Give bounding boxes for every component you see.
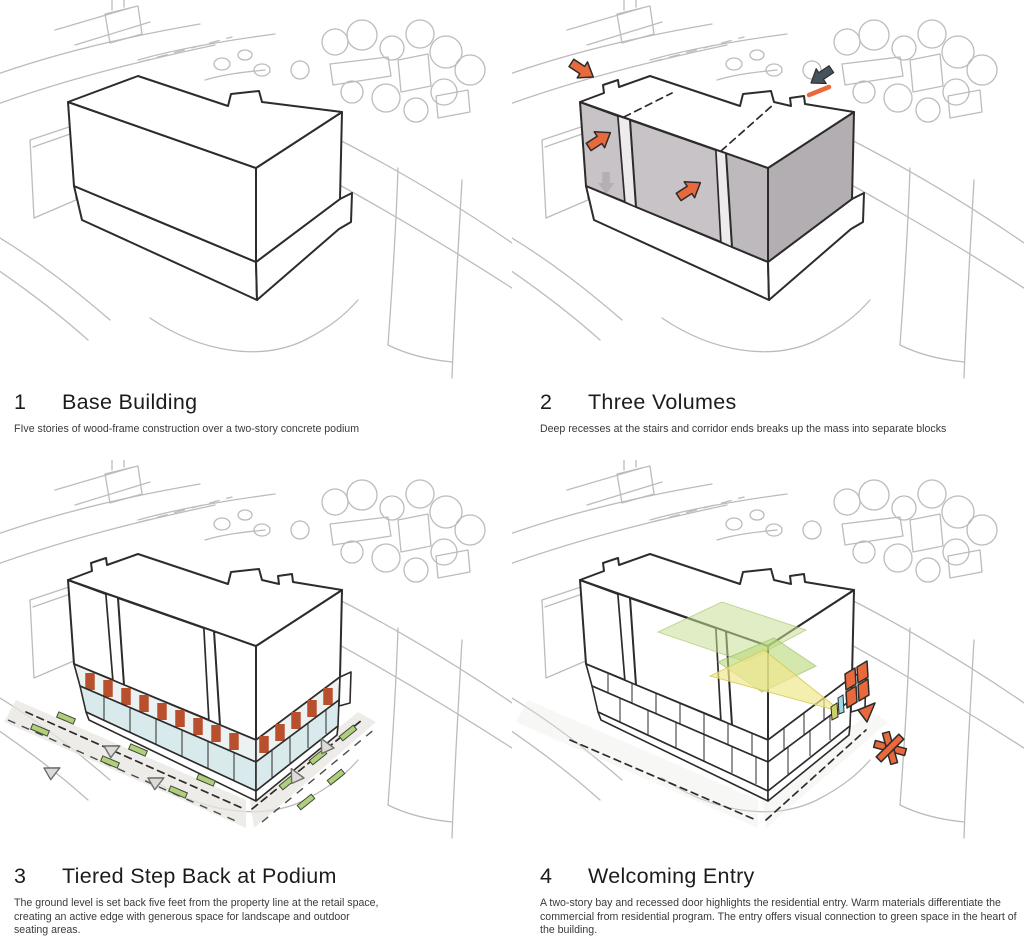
building-massing-three-volumes	[579, 75, 865, 301]
building-massing-upper	[67, 553, 343, 741]
caption-three-volumes: 2 Three Volumes Deep recesses at the stai…	[540, 390, 946, 437]
panel-description: Deep recesses at the stairs and corridor…	[540, 423, 947, 435]
accent-bar	[806, 84, 832, 98]
entry-pointer-icon	[857, 702, 876, 723]
sketch-welcoming-entry	[512, 460, 1024, 839]
panel-number: 1	[14, 390, 27, 414]
sketch-tiered-step-back	[0, 460, 512, 839]
panel-description: The ground level is set back five feet f…	[14, 897, 379, 936]
street-arrow-icon	[40, 762, 61, 782]
panel-number: 2	[540, 390, 553, 414]
panel-title: Base Building	[62, 390, 198, 414]
entry-burst	[857, 702, 908, 766]
warm-panel-stripes	[85, 673, 333, 753]
property-line-dashes	[7, 711, 377, 823]
entry-bay	[830, 660, 870, 721]
storefront-glass-band	[79, 685, 340, 802]
caption-base-building: 1 Base Building FIve stories of wood-fram…	[14, 390, 359, 437]
panel-description: FIve stories of wood-frame construction …	[14, 423, 360, 435]
sidewalk-shading	[516, 700, 888, 828]
sketch-three-volumes	[512, 0, 1024, 379]
panel-title: Welcoming Entry	[588, 864, 755, 888]
panel-number: 4	[540, 864, 553, 888]
recess-arrow-dark-icon	[805, 61, 838, 92]
panel-number: 3	[14, 864, 27, 888]
massing-arrows	[565, 54, 838, 206]
sight-line-beam	[708, 649, 843, 713]
caption-welcoming-entry: 4 Welcoming Entry A two-story bay and rec…	[540, 864, 1020, 938]
sketch-base-building	[0, 0, 512, 379]
entry-door	[837, 694, 845, 715]
panel-title: Three Volumes	[588, 390, 737, 414]
property-line-dashes	[569, 729, 867, 821]
podium-upper-band	[73, 663, 352, 763]
panel-description: A two-story bay and recessed door highli…	[540, 897, 1017, 936]
entry-burst-icon	[872, 730, 908, 766]
caption-tiered-step-back: 3 Tiered Step Back at Podium The ground l…	[14, 864, 382, 938]
planter-strips	[29, 711, 358, 811]
building-massing	[67, 75, 353, 301]
panel-title: Tiered Step Back at Podium	[62, 864, 337, 888]
